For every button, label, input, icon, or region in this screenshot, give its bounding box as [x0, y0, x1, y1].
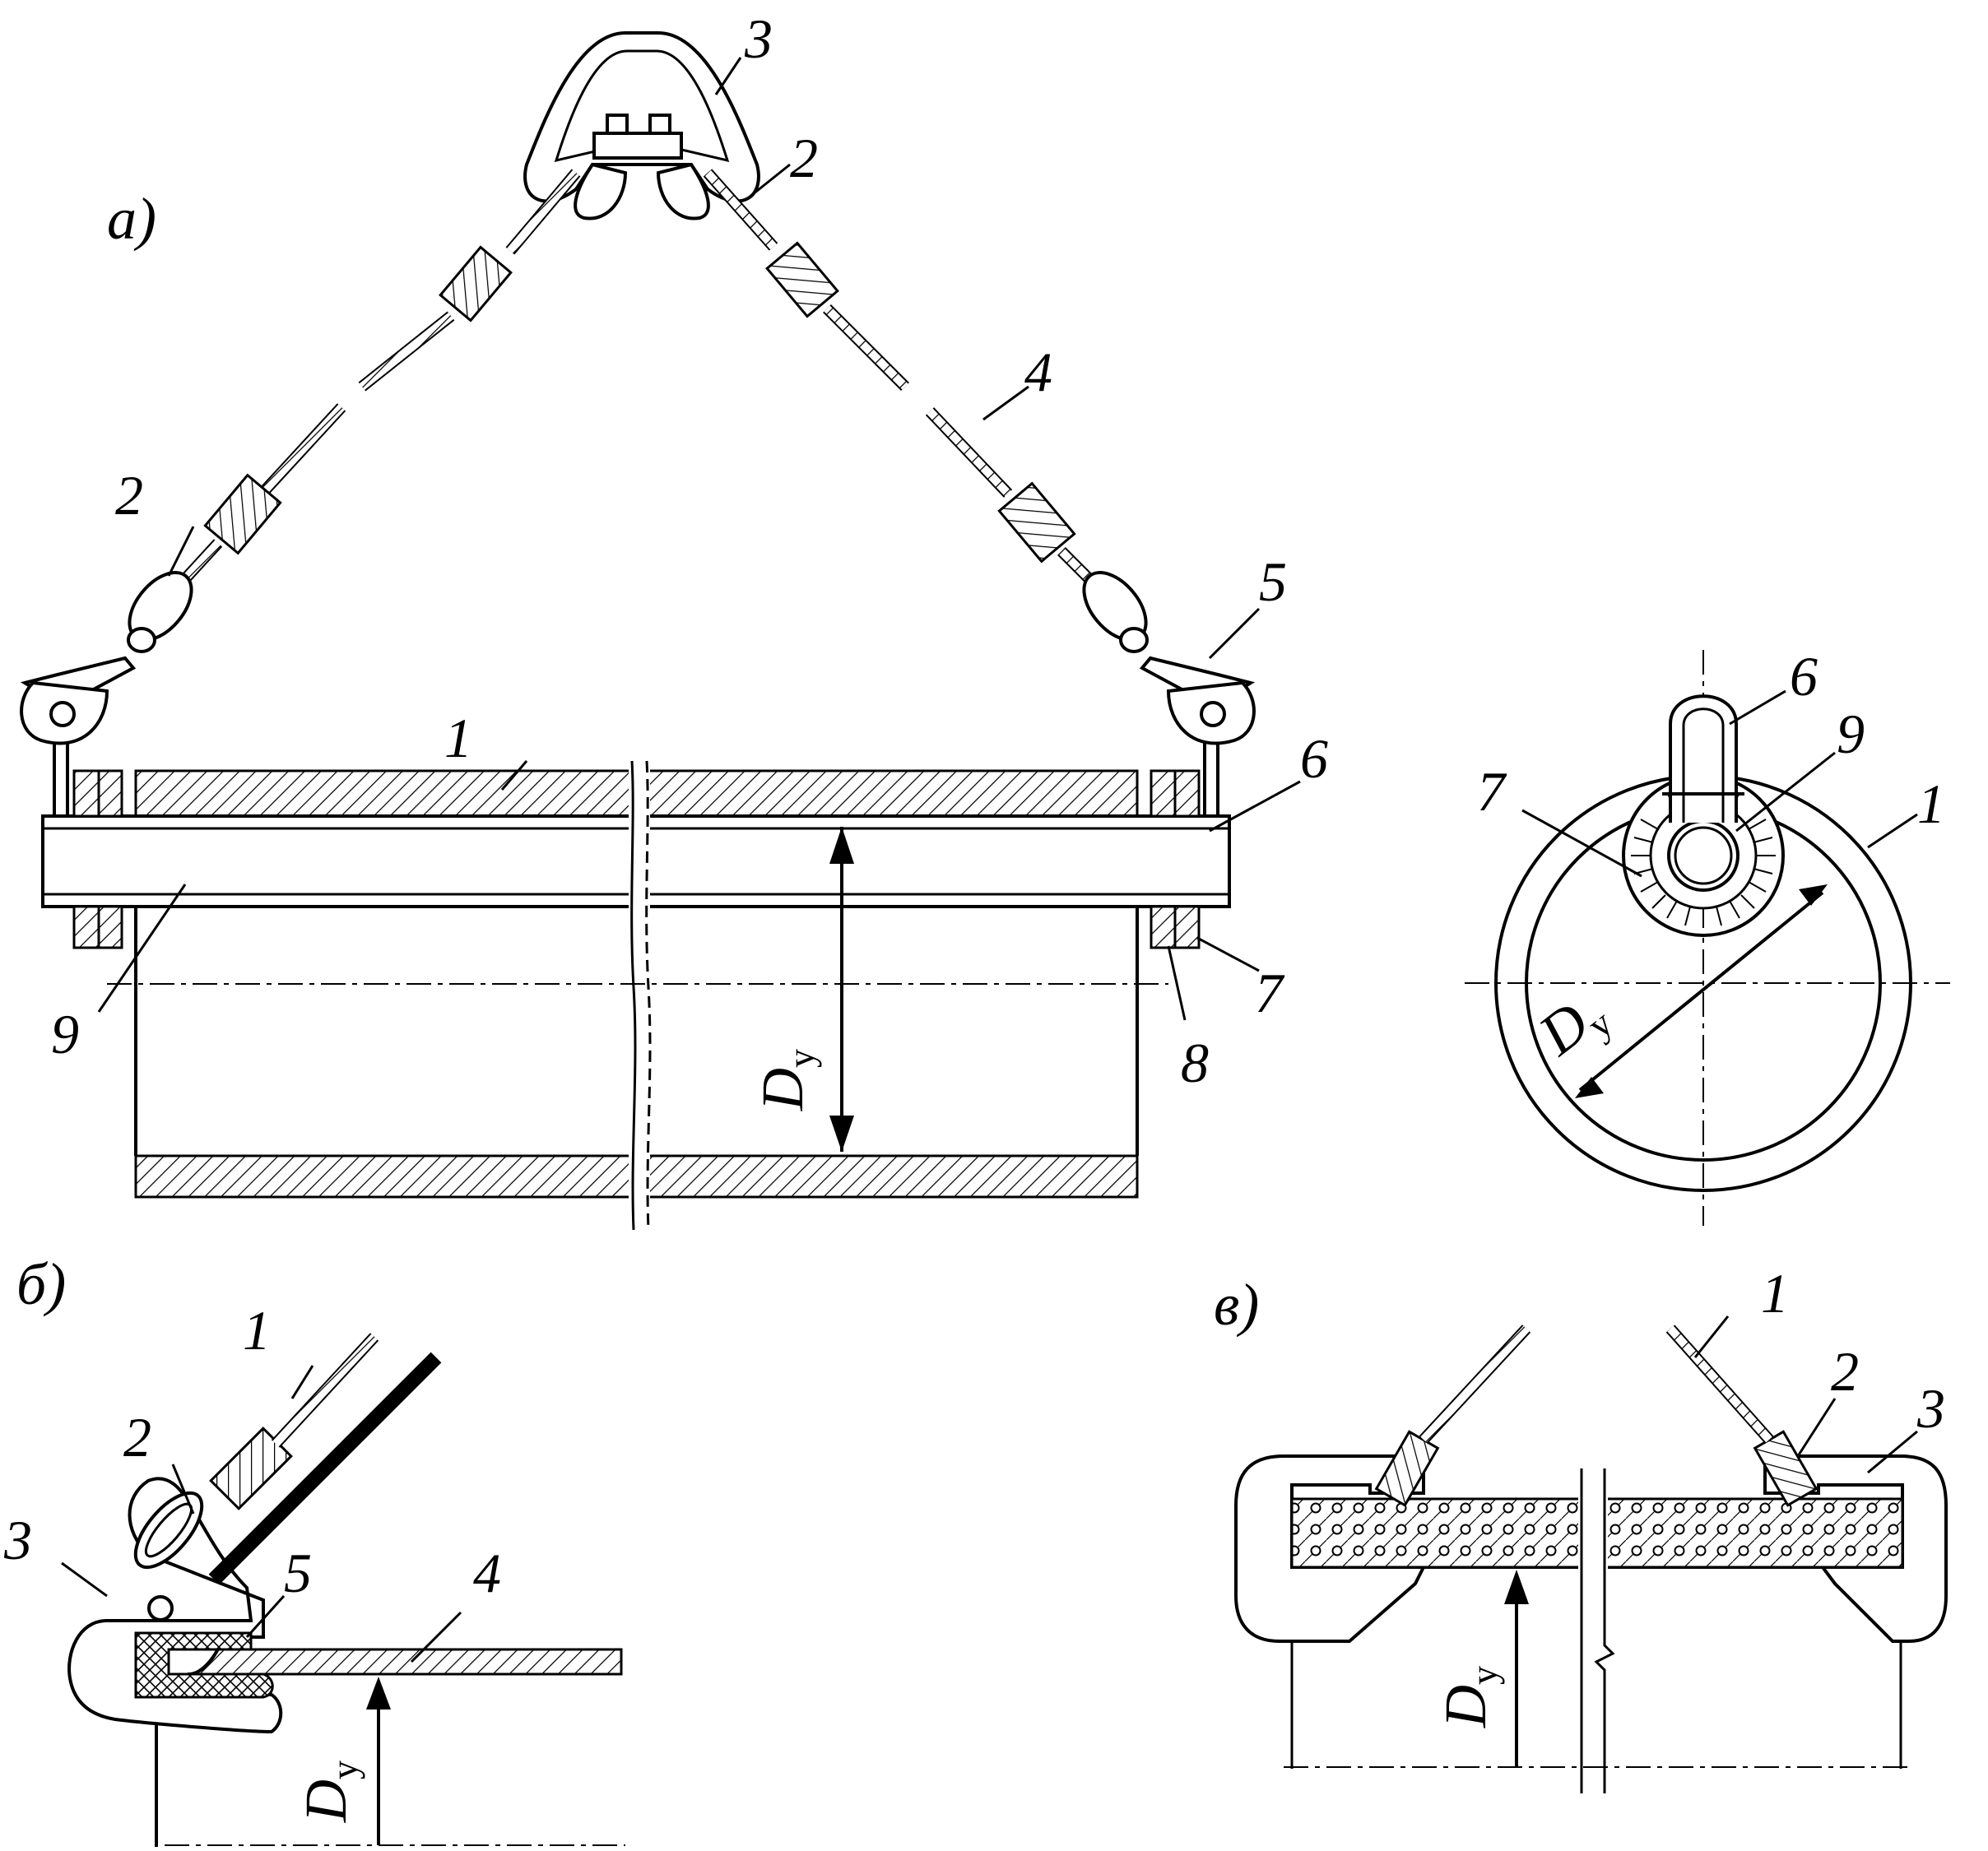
label-a-3: 3 [744, 7, 773, 70]
dy-label-v: Dу [1433, 1666, 1505, 1728]
label-a-6: 6 [1300, 727, 1328, 790]
break-line [629, 760, 652, 1231]
top-link-ring [523, 31, 760, 203]
clamp-pad [134, 1631, 274, 1699]
beam-end-circle [1667, 819, 1740, 892]
svg-text:Dу: Dу [1433, 1666, 1505, 1728]
clamp-body [67, 1477, 283, 1734]
label-a-2-right: 2 [790, 127, 818, 189]
label-a-9: 9 [51, 1003, 79, 1065]
label-a-2-left: 2 [115, 464, 143, 527]
dy-diagonal-arrow [1578, 891, 1824, 1092]
leader-lines-a [97, 57, 1301, 1021]
label-side-7: 7 [1477, 760, 1507, 823]
label-a-5: 5 [1259, 550, 1287, 613]
svg-text:Dу: Dу [750, 1049, 822, 1111]
section-label-b: б) [16, 1251, 66, 1317]
svg-text:Dу: Dу [293, 1761, 365, 1823]
label-b-5: 5 [284, 1542, 312, 1604]
figure-v-detail [1234, 1315, 1948, 1793]
dy-label-side: Dу [1526, 977, 1620, 1073]
label-b-3: 3 [3, 1509, 32, 1571]
label-b-1: 1 [243, 1299, 271, 1362]
label-b-2: 2 [123, 1406, 151, 1468]
figure-a-main-view [41, 740, 1231, 1231]
label-b-4: 4 [473, 1542, 501, 1604]
label-v-2: 2 [1831, 1340, 1859, 1403]
label-a-8: 8 [1181, 1032, 1209, 1094]
section-label-a: а) [107, 186, 156, 252]
label-v-3: 3 [1916, 1377, 1945, 1440]
figure-b-detail [61, 1333, 625, 1847]
label-a-4: 4 [1024, 341, 1052, 403]
side-view [1465, 650, 1950, 1226]
label-side-9: 9 [1837, 703, 1865, 765]
label-a-7: 7 [1255, 962, 1285, 1024]
sling-assembly [20, 31, 1256, 745]
dy-label-b: Dу [293, 1761, 365, 1823]
section-label-v: в) [1214, 1272, 1259, 1338]
dy-label-a: Dу [750, 1049, 822, 1111]
plate [167, 1648, 623, 1676]
label-side-1: 1 [1917, 772, 1945, 835]
label-a-1: 1 [444, 707, 472, 769]
label-v-1: 1 [1761, 1262, 1789, 1324]
hanger-loop [1669, 694, 1738, 823]
label-side-6: 6 [1790, 645, 1818, 707]
svg-text:Dу: Dу [1526, 977, 1620, 1073]
